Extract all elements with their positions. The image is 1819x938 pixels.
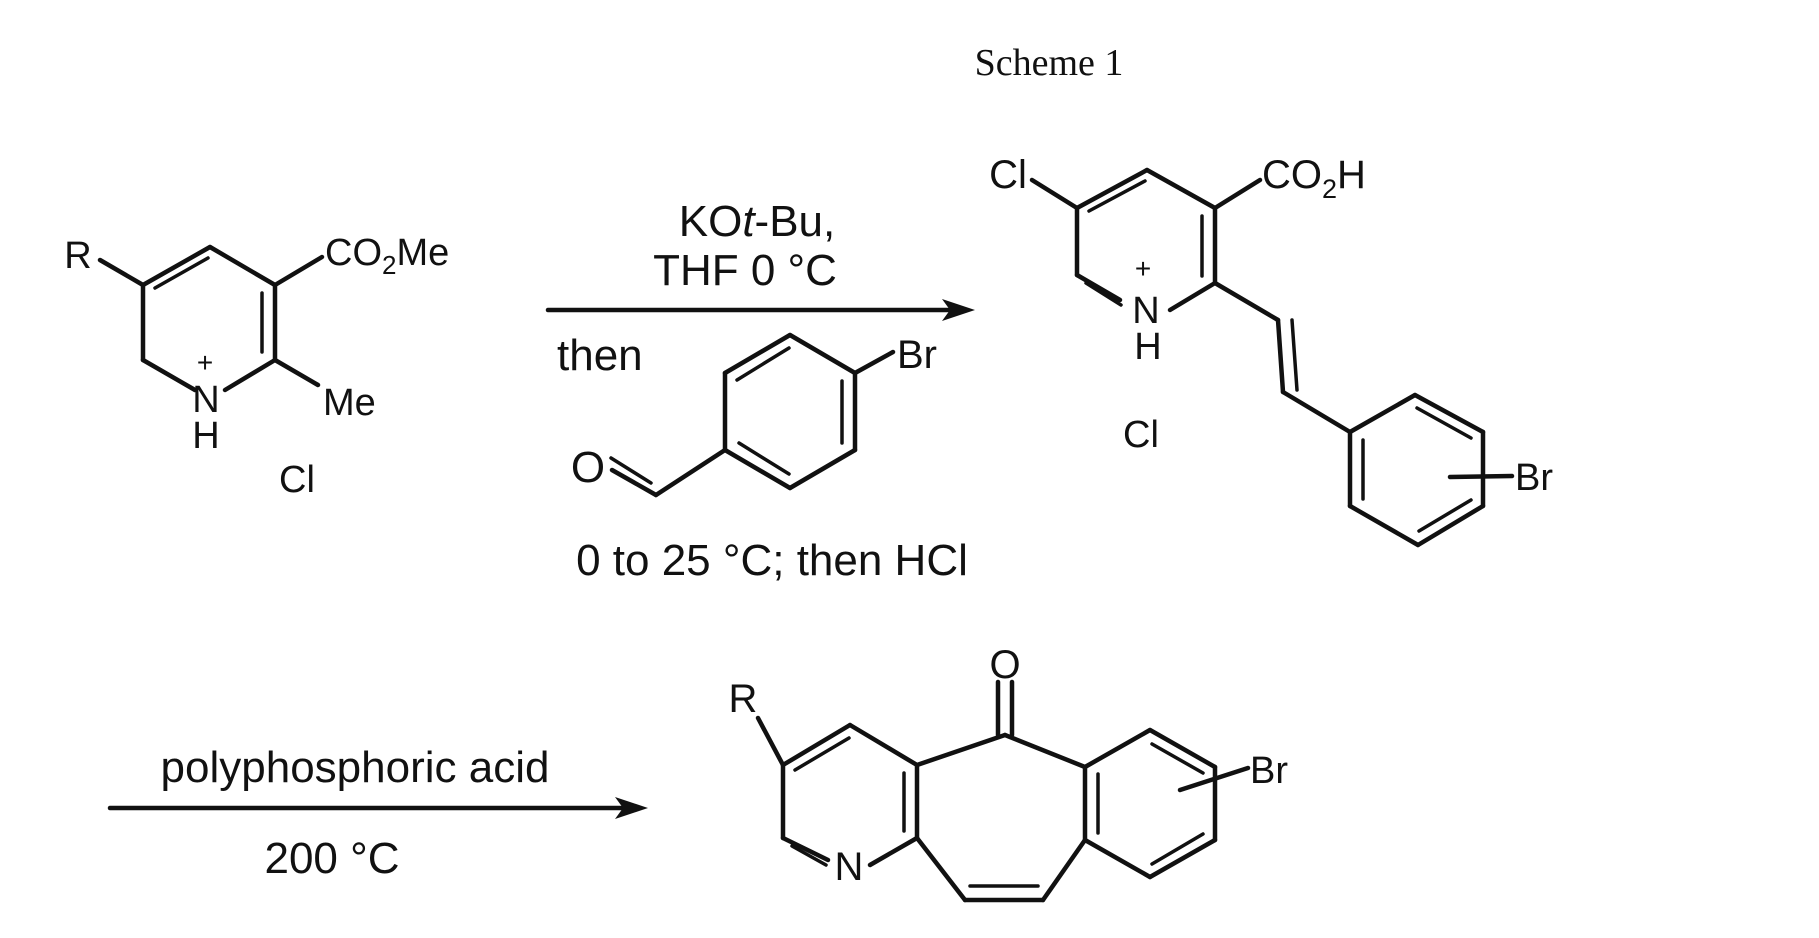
product-r-group: R — [729, 677, 758, 721]
reactant-positive-charge: + — [197, 347, 213, 378]
intermediate-chloro-substituent: Cl — [989, 153, 1027, 197]
intermediate-styryl-pyridinium — [1032, 170, 1512, 545]
step2-reagent: polyphosphoric acid — [161, 743, 550, 792]
step1-then-label: then — [557, 331, 643, 380]
intermediate-nh-hydrogen: H — [1134, 326, 1161, 368]
reactant-methyl-group: Me — [323, 382, 376, 424]
reactant-r-group: R — [64, 235, 91, 277]
step1-reagent-base: KOt-Bu, — [679, 197, 836, 246]
bromobenzaldehyde-structure — [611, 335, 893, 495]
intermediate-chloride-counterion: Cl — [1123, 414, 1159, 456]
step1-reagent-solvent: THF 0 °C — [653, 246, 837, 295]
step1-reaction-arrow — [548, 299, 975, 321]
reactant-nh-hydrogen: H — [192, 415, 219, 457]
scheme-title: Scheme 1 — [975, 42, 1124, 84]
step2-reaction-arrow — [110, 797, 648, 819]
intermediate-positive-charge: + — [1135, 253, 1151, 284]
product-bromo-substituent: Br — [1250, 750, 1288, 792]
product-ketone-oxygen: O — [989, 643, 1020, 687]
aldehyde-bromo-substituent: Br — [897, 333, 937, 377]
step1-conditions: 0 to 25 °C; then HCl — [576, 536, 968, 585]
product-ring-nitrogen: N — [835, 845, 864, 889]
aldehyde-oxygen: O — [571, 443, 605, 492]
intermediate-bromo-substituent: Br — [1515, 457, 1553, 499]
product-tricyclic-ketone — [758, 682, 1248, 900]
reactant-chloride-counterion: Cl — [279, 459, 315, 501]
intermediate-acid-group: CO2H — [1262, 153, 1366, 204]
step2-temperature: 200 °C — [264, 834, 399, 883]
reactant-ester-group: CO2Me — [325, 232, 449, 280]
